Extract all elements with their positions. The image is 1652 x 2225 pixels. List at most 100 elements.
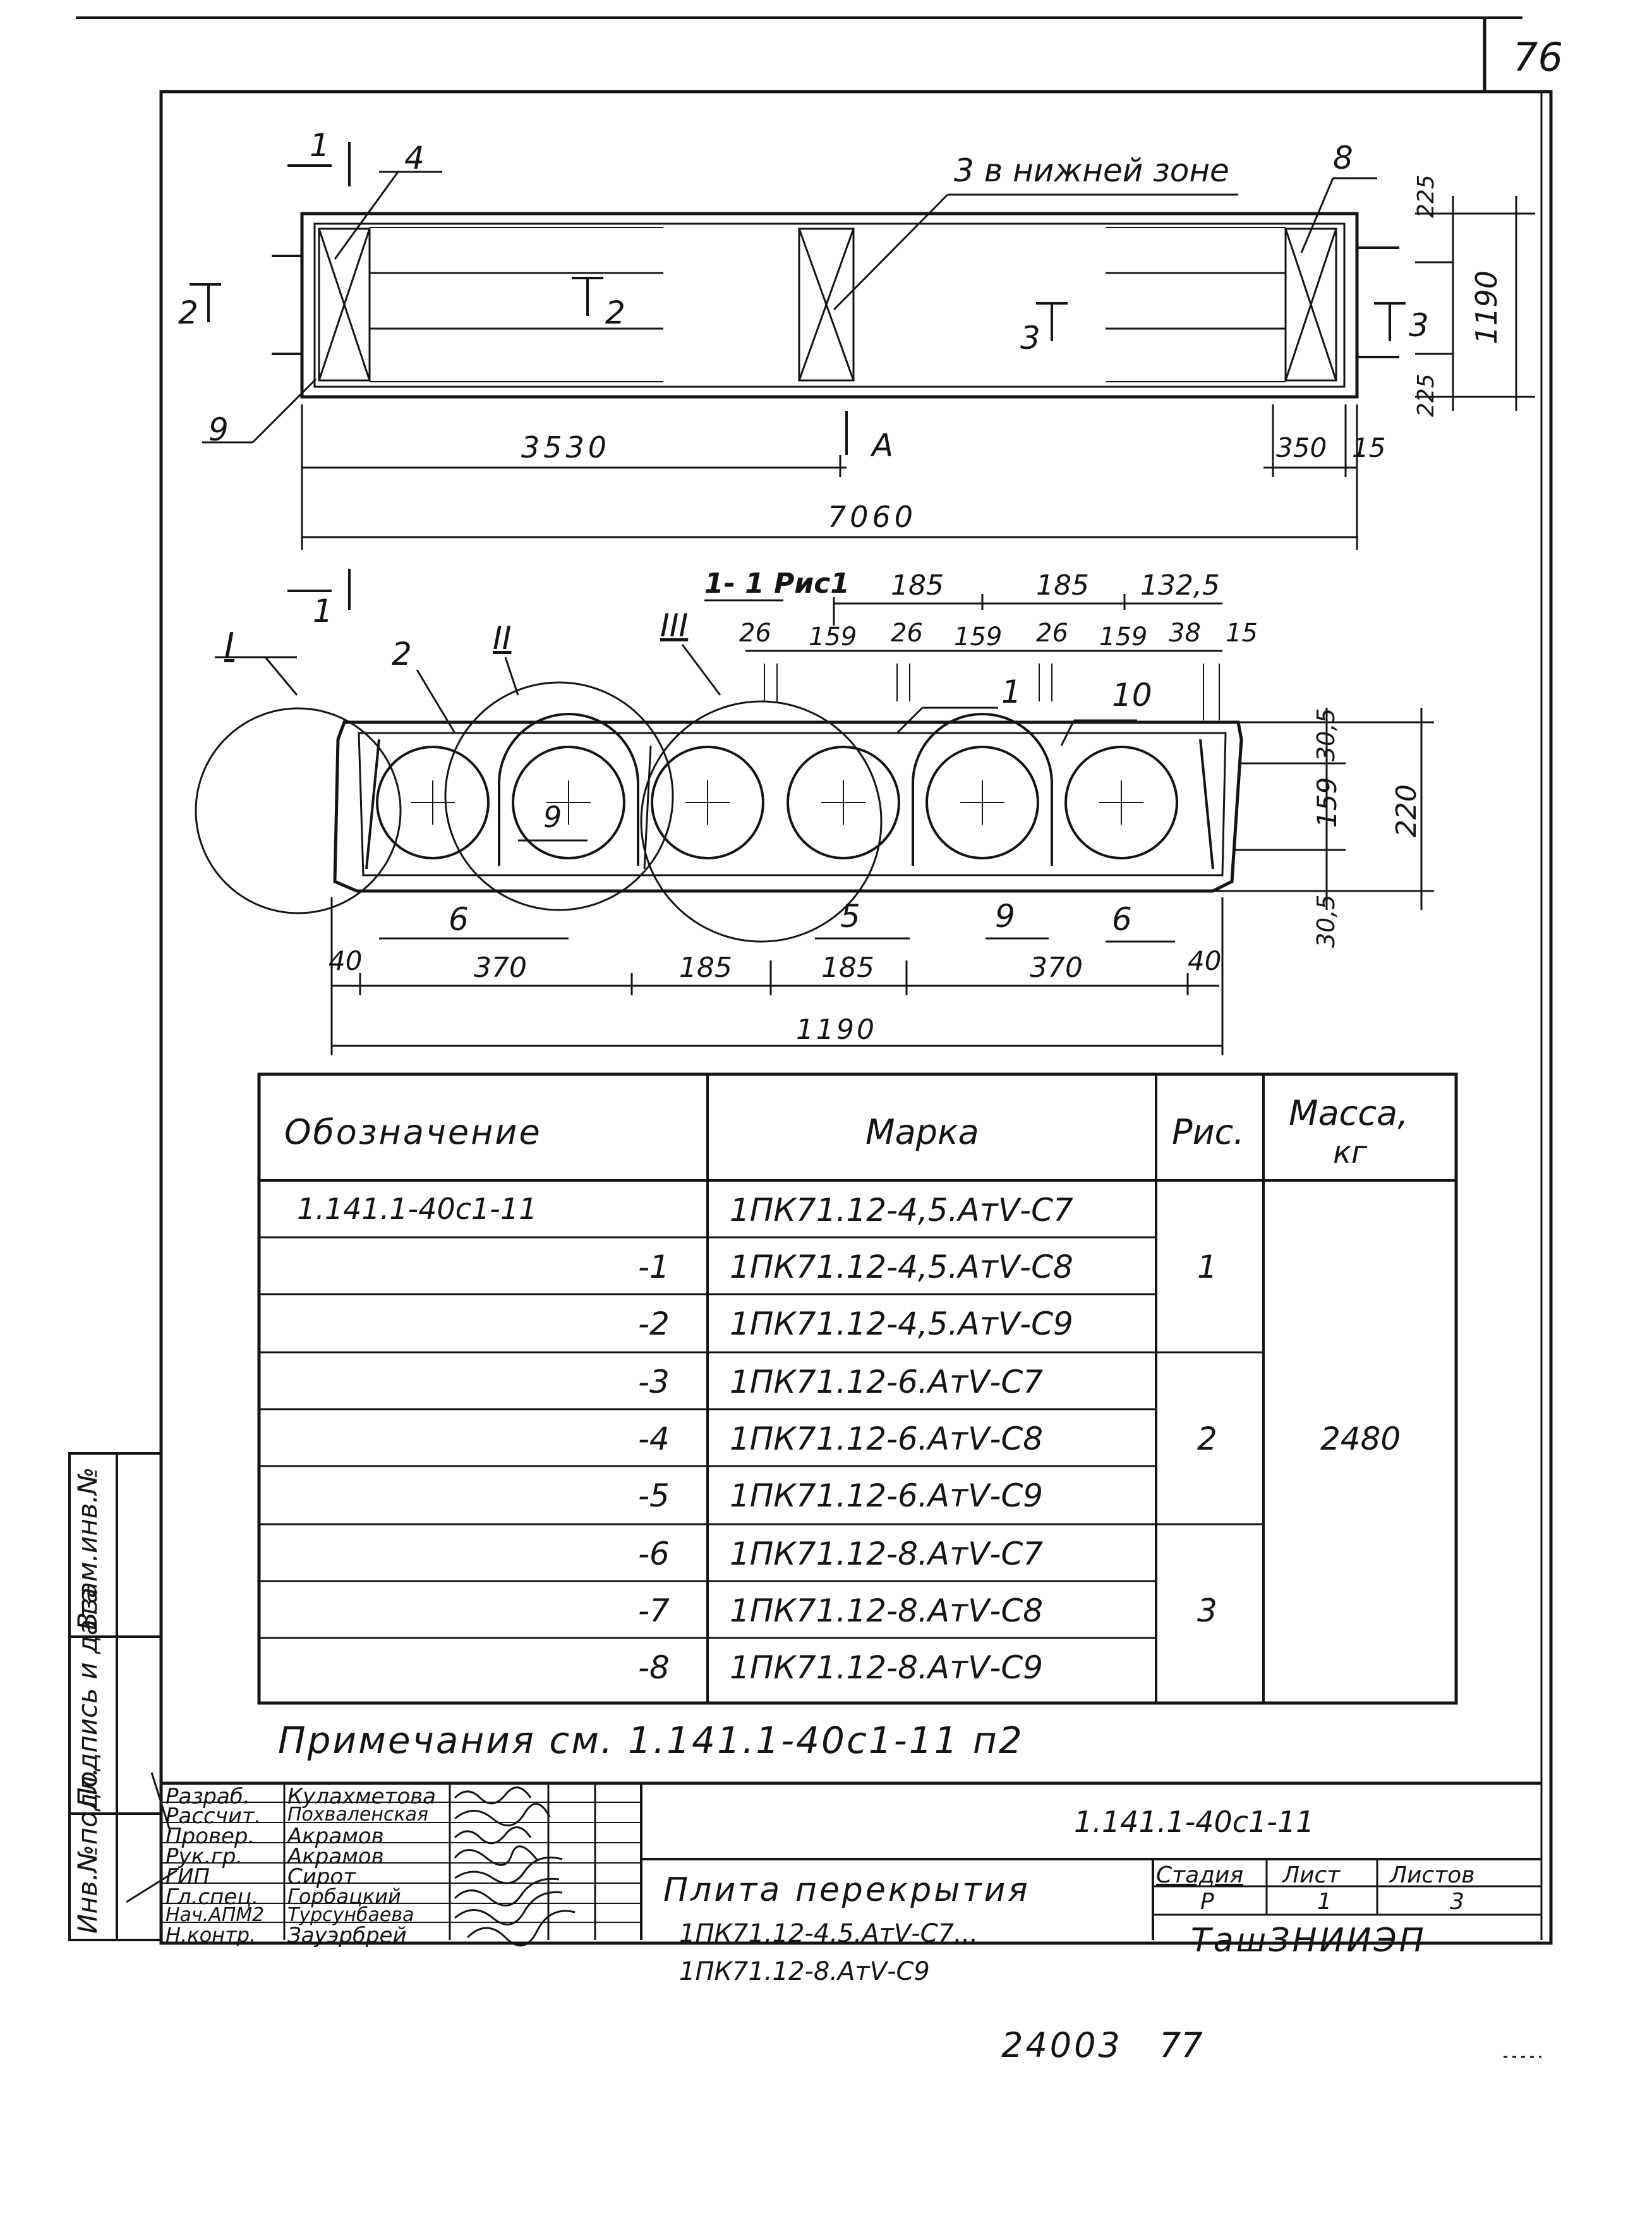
stamp-name-2: Акрамов <box>287 1824 384 1849</box>
detail-label-I: I <box>224 626 234 665</box>
stamp-title-line1: Плита перекрытия <box>663 1871 1030 1909</box>
stamp-name-7: Зауэрбрей <box>287 1923 407 1948</box>
stamp-title-line3: 1ПК71.12-8.АтⅤ-С9 <box>679 1957 930 1986</box>
table-header-mass-2: кг <box>1333 1135 1368 1170</box>
table-row-7-mark: 1ПК71.12-8.АтⅤ-С8 <box>730 1592 1044 1629</box>
table-row-6-mark: 1ПК71.12-8.АтⅤ-С7 <box>730 1536 1044 1572</box>
section-sub-dim-3: 26 <box>891 619 923 648</box>
plan-cross-box-middle <box>798 227 855 382</box>
plan-dim-half-length: 3530 <box>521 430 611 464</box>
section-callout-10: 10 <box>1112 677 1152 713</box>
table-header-fig: Рис. <box>1172 1112 1245 1152</box>
plan-dim-225-top: 225 <box>1413 174 1439 218</box>
table-row-8-mark: 1ПК71.12-8.АтⅤ-С9 <box>730 1649 1044 1686</box>
bottom-code: 24003 <box>1001 2025 1123 2065</box>
stamp-name-3: Акрамов <box>287 1844 384 1869</box>
plan-section-1-label: 1 <box>310 127 330 164</box>
section-right-dim-3: 30,5 <box>1312 894 1340 948</box>
stamp-name-0: Кулахметова <box>287 1784 436 1809</box>
plan-section-3-left: 3 <box>1020 320 1040 356</box>
stamp-role-3: Рук.гр. <box>166 1844 243 1869</box>
section-callout-1: 1 <box>1001 674 1022 710</box>
stamp-stage: Р <box>1200 1889 1214 1915</box>
plan-view-A-label: А <box>872 427 894 464</box>
stamp-doc-code: 1.141.1-40с1-11 <box>1074 1805 1315 1839</box>
table-row-4-mark: 1ПК71.12-6.АтⅤ-С8 <box>730 1421 1044 1457</box>
table-row-3-mark: 1ПК71.12-6.АтⅤ-С7 <box>730 1364 1044 1400</box>
plan-callout-4: 4 <box>404 140 425 176</box>
table-row-4-designation: -4 <box>638 1421 670 1457</box>
stamp-role-1: Рассчит. <box>166 1804 262 1829</box>
stamp-role-2: Провер. <box>166 1824 255 1849</box>
section-bottom-dim-3: 185 <box>679 952 732 984</box>
stamp-stage-label: Стадия <box>1156 1862 1244 1888</box>
section-sub-dim-5: 26 <box>1036 619 1068 648</box>
table-row-8-designation: -8 <box>638 1649 670 1686</box>
plan-section-2-left: 2 <box>178 294 198 331</box>
section-bottom-dim-6: 40 <box>1188 945 1222 976</box>
section-sub-dim-4: 159 <box>954 622 1003 652</box>
table-row-5-designation: -5 <box>638 1477 670 1514</box>
plan-section-3-right: 3 <box>1409 307 1429 344</box>
stamp-sheet-label: Лист <box>1282 1862 1341 1888</box>
stamp-organization: ТашЗНИИЭП <box>1191 1922 1426 1960</box>
section-bottom-dim-2: 370 <box>474 952 527 984</box>
plan-dim-225-bottom: 225 <box>1413 373 1439 417</box>
stamp-title-line2: 1ПК71.12-4,5.АтⅤ-С7... <box>679 1919 979 1948</box>
sheet-frame <box>76 16 1553 1945</box>
detail-circle-III <box>640 700 883 943</box>
table-row-6-designation: -6 <box>638 1536 670 1572</box>
section-callout-5: 5 <box>840 898 860 935</box>
section-sub-dim-8: 15 <box>1226 619 1258 648</box>
spec-table-grid <box>257 1072 1458 1705</box>
detail-circle-II <box>444 681 674 911</box>
plan-dim-15: 15 <box>1352 432 1386 463</box>
stamp-role-6: Нач.АПМ2 <box>166 1904 265 1926</box>
stamp-sheets-label: Листов <box>1390 1862 1475 1888</box>
detail-label-III: III <box>660 607 689 644</box>
stamp-role-0: Разраб. <box>166 1784 250 1809</box>
table-mass: 2480 <box>1320 1421 1401 1457</box>
note-text: Примечания см. 1.141.1-40с1-11 п2 <box>278 1719 1024 1762</box>
section-callout-6-right: 6 <box>1112 901 1132 938</box>
page-number: 76 <box>1513 34 1563 80</box>
side-label-vzam-inv: Взам.инв.№ <box>72 1467 103 1630</box>
section-sub-dim-6: 159 <box>1099 622 1148 652</box>
table-row-7-designation: -7 <box>638 1592 670 1629</box>
bottom-sheet-number: 77 <box>1159 2025 1203 2065</box>
section-bottom-dim-1: 40 <box>329 945 363 976</box>
plan-view <box>190 142 1535 550</box>
stamp-name-5: Горбацкий <box>287 1884 401 1908</box>
section-sub-dim-1: 26 <box>739 619 771 648</box>
table-row-0-designation: 1.141.1-40с1-11 <box>297 1192 538 1226</box>
section-callout-9-right: 9 <box>995 898 1015 935</box>
cross-section-view <box>195 569 1434 1055</box>
plan-dim-length: 7060 <box>828 500 917 534</box>
table-row-1-designation: -1 <box>638 1249 670 1285</box>
table-header-designation: Обозначение <box>284 1112 542 1152</box>
table-row-0-mark: 1ПК71.12-4,5.АтⅤ-С7 <box>730 1192 1073 1228</box>
section-bottom-dim-4: 185 <box>821 952 874 984</box>
stamp-sheets: 3 <box>1450 1889 1464 1915</box>
detail-circle-I <box>195 707 402 914</box>
signatures <box>126 1772 576 1947</box>
stamp-role-4: ГИП <box>166 1864 210 1889</box>
stamp-sheet: 1 <box>1317 1889 1332 1915</box>
section-bottom-dim-5: 370 <box>1030 952 1083 984</box>
plan-dim-width: 1190 <box>1469 270 1504 344</box>
table-header-mark: Марка <box>865 1112 979 1152</box>
stamp-role-7: Н.контр. <box>166 1923 256 1947</box>
side-strip <box>68 1452 162 1941</box>
table-row-2-designation: -2 <box>638 1306 670 1342</box>
table-fig-3: 3 <box>1197 1592 1217 1629</box>
section-right-dim-1: 30,5 <box>1312 708 1340 761</box>
section-callout-2: 2 <box>392 636 412 672</box>
plan-zone-label: 3 в нижней зоне <box>954 152 1229 189</box>
stamp-name-4: Сирот <box>287 1864 356 1889</box>
section-title: 1- 1 Рис1 <box>704 567 850 600</box>
section-callout-6-left: 6 <box>449 901 469 938</box>
plan-callout-9: 9 <box>208 411 229 448</box>
stamp-role-5: Гл.спец. <box>166 1884 259 1910</box>
plan-callout-8: 8 <box>1333 140 1353 176</box>
